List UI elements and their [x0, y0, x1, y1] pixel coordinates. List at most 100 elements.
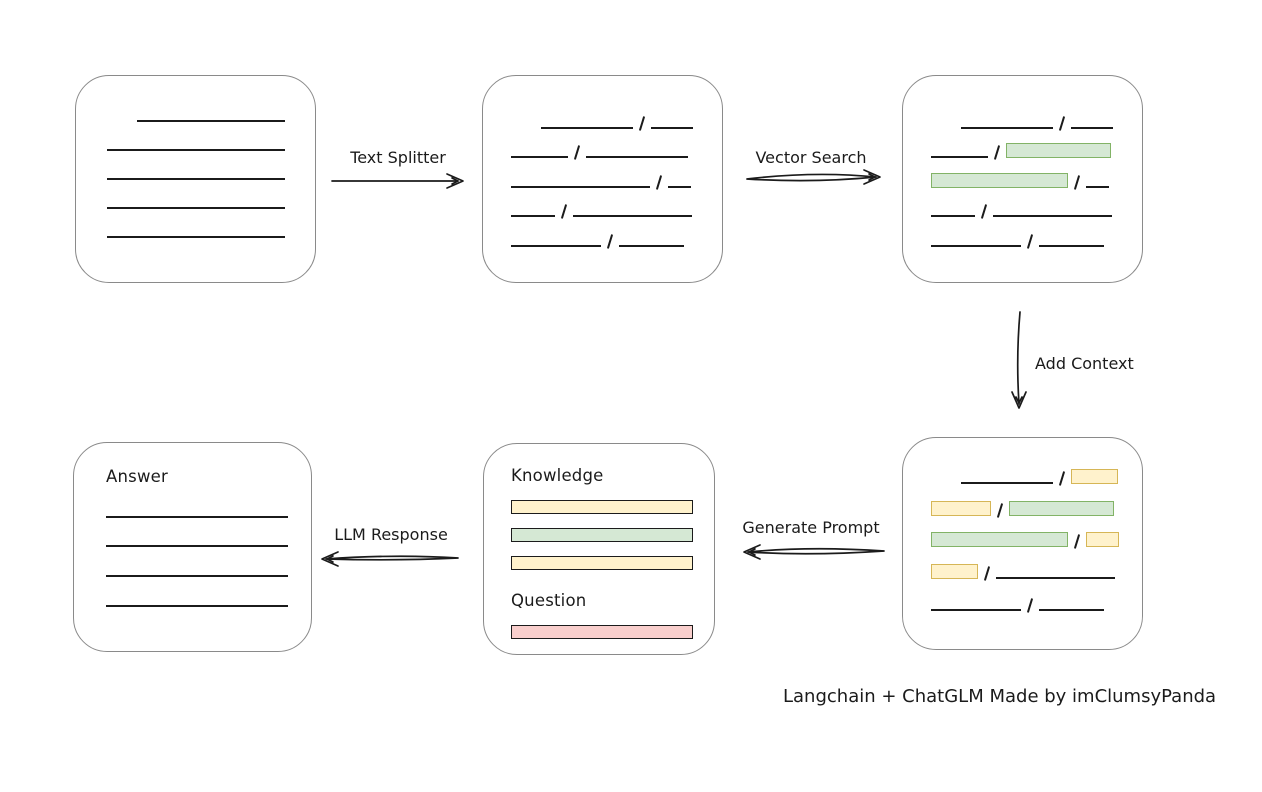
text-line	[106, 545, 288, 548]
prompt-bar-yellow	[511, 500, 693, 514]
text-line	[619, 244, 684, 247]
question-bars	[511, 625, 714, 639]
text-line	[1071, 126, 1113, 129]
arrow-shaft	[746, 173, 877, 182]
chunk-row	[106, 547, 311, 578]
chunk-row	[107, 93, 315, 122]
yellow-highlight-bar	[931, 500, 991, 516]
chunk-separator-slash	[1026, 598, 1034, 613]
chunk-row	[106, 488, 311, 518]
chunk-separator-slash	[606, 233, 614, 249]
yellow-highlight-bar	[931, 564, 978, 580]
text-line	[586, 156, 688, 158]
text-line	[541, 126, 633, 129]
text-splitter-label: Text Splitter	[350, 148, 446, 167]
chunk-row	[107, 151, 315, 180]
arrow-shaft	[747, 547, 885, 555]
generate-prompt-arrow	[743, 544, 885, 560]
green-highlight-bar	[1009, 500, 1114, 516]
text-line	[961, 481, 1053, 484]
chunk-row	[511, 217, 722, 249]
vector-search-arrow	[746, 169, 881, 185]
chunk-row	[107, 209, 315, 238]
chunk-row	[106, 577, 311, 607]
caption: Langchain + ChatGLM Made by imClumsyPand…	[783, 686, 1217, 707]
text-line	[931, 608, 1021, 611]
answer-lines	[106, 488, 311, 607]
arrowhead-right-icon	[446, 173, 464, 189]
answer-label: Answer	[106, 467, 168, 486]
knowledge-label: Knowledge	[511, 466, 604, 485]
text-line	[107, 149, 285, 151]
text-line	[573, 215, 692, 217]
text-line	[106, 604, 288, 607]
text-line	[931, 244, 1021, 247]
indent-gap	[107, 121, 137, 122]
text-line	[961, 126, 1053, 129]
text-line	[931, 156, 988, 158]
chunk-row	[931, 547, 1142, 582]
text-splitter-arrow	[331, 173, 464, 189]
llm-response-arrow	[321, 551, 459, 567]
chunk-row	[511, 188, 722, 219]
prompt-bar-red	[511, 625, 693, 639]
yellow-highlight-bar	[1071, 468, 1118, 484]
add-context-arrow	[1011, 311, 1027, 409]
green-highlight-bar	[931, 532, 1068, 548]
text-line	[106, 575, 288, 578]
text-line	[107, 236, 285, 238]
green-highlight-bar	[931, 172, 1068, 188]
arrow-shaft	[1016, 311, 1021, 405]
text-line	[1039, 244, 1104, 247]
add-context-label: Add Context	[1035, 354, 1134, 373]
text-line	[996, 577, 1115, 580]
answer-box: Answer	[73, 442, 312, 652]
text-line	[107, 207, 285, 209]
text-line	[511, 244, 601, 247]
chunk-row	[931, 579, 1142, 613]
text-line	[511, 185, 650, 188]
text-line	[137, 120, 285, 122]
green-highlight-bar	[1006, 143, 1111, 158]
prompt-bar-green	[511, 528, 693, 542]
arrowhead-left-icon	[743, 544, 761, 560]
chunk-row	[511, 158, 722, 190]
chunk-row	[107, 180, 315, 209]
chunk-row	[931, 484, 1142, 518]
chunk-row	[931, 99, 1142, 131]
context-chunks-box	[902, 437, 1143, 650]
text-line	[106, 515, 288, 518]
chunk-row	[931, 516, 1142, 550]
arrowhead-right-icon	[863, 169, 881, 185]
knowledge-bars	[511, 500, 714, 570]
chunk-row	[931, 188, 1142, 219]
chunk-row	[931, 129, 1142, 160]
chunk-row	[106, 518, 311, 548]
text-line	[931, 215, 975, 217]
text-line	[993, 215, 1112, 217]
prompt-bar-yellow	[511, 556, 693, 570]
yellow-highlight-bar	[1086, 532, 1119, 548]
generate-prompt-label: Generate Prompt	[742, 518, 880, 537]
vector-search-label: Vector Search	[755, 148, 867, 167]
chunk-row	[107, 122, 315, 151]
prompt-box: Knowledge Question	[483, 443, 715, 655]
text-line	[1039, 608, 1104, 611]
chunk-row	[931, 217, 1142, 249]
chunk-row	[511, 129, 722, 160]
llm-response-label: LLM Response	[334, 525, 448, 544]
indent-gap	[511, 128, 541, 129]
chunk-row	[931, 158, 1142, 190]
source-document-box	[75, 75, 316, 283]
text-line	[668, 185, 691, 188]
chunk-row	[511, 99, 722, 131]
text-line	[651, 126, 693, 129]
arrowhead-down-icon	[1011, 391, 1027, 409]
question-label: Question	[511, 591, 587, 610]
arrowhead-left-icon	[321, 551, 339, 567]
split-chunks-box	[482, 75, 723, 283]
chunk-separator-slash	[1026, 233, 1034, 249]
arrow-shaft	[325, 555, 459, 561]
text-line	[1086, 185, 1109, 188]
